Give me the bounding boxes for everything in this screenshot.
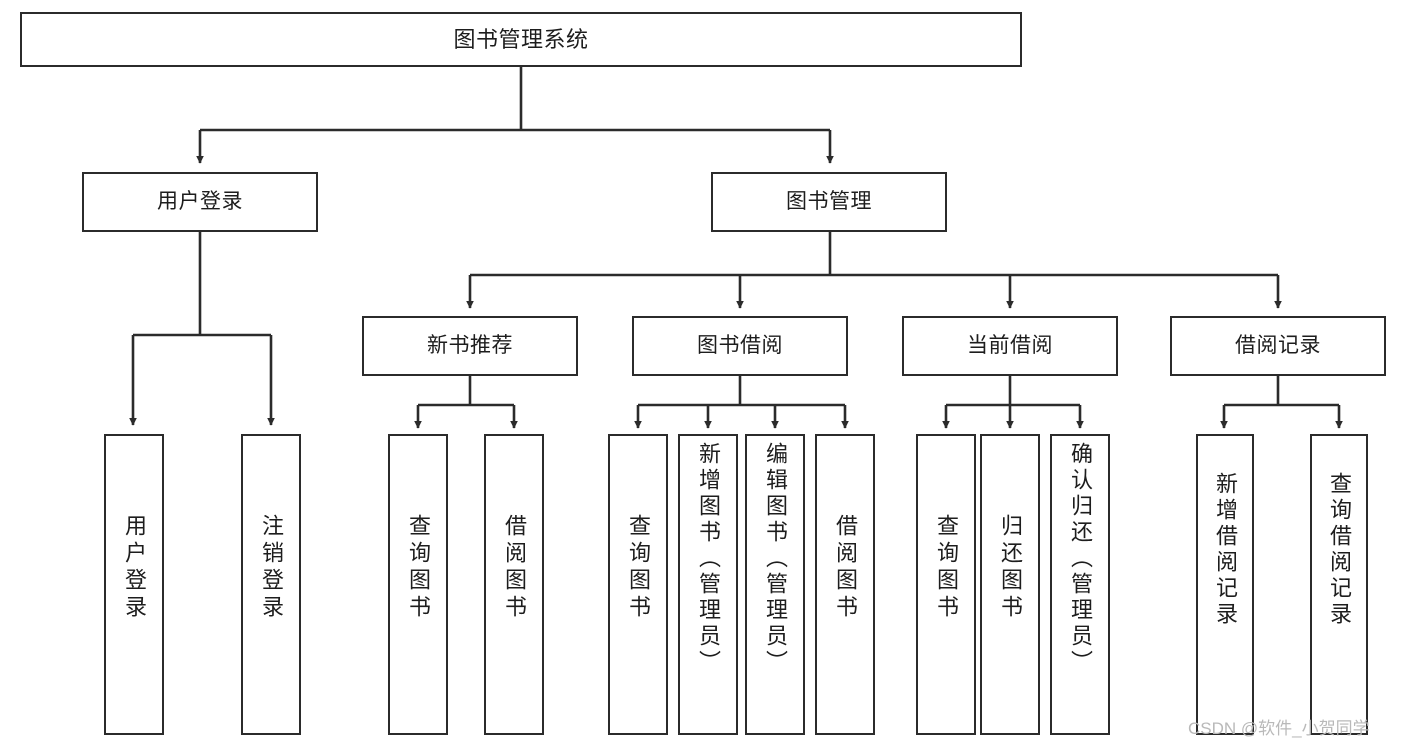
node-book-manage-label: 图书管理 xyxy=(786,189,872,213)
node-book-manage[interactable]: 图书管理 xyxy=(711,172,947,232)
leaf-add-book[interactable]: 新增图书（管理员） xyxy=(678,434,738,735)
leaf-user-login[interactable]: 用户登录 xyxy=(104,434,164,735)
node-new-book-recommend-label: 新书推荐 xyxy=(427,333,513,357)
leaf-borrow-book-2-label: 借阅图书 xyxy=(833,514,858,622)
node-borrow-record-label: 借阅记录 xyxy=(1235,333,1321,357)
leaf-query-book-3-label: 查询图书 xyxy=(934,514,959,622)
csdn-watermark: CSDN @软件_小贺同学 xyxy=(1188,719,1370,738)
leaf-borrow-book-1[interactable]: 借阅图书 xyxy=(484,434,544,735)
leaf-add-record-label: 新增借阅记录 xyxy=(1213,472,1238,628)
node-current-borrow-label: 当前借阅 xyxy=(967,333,1053,357)
leaf-edit-book-label: 编辑图书（管理员） xyxy=(763,442,788,676)
leaf-add-book-label: 新增图书（管理员） xyxy=(696,442,721,676)
leaf-logout-login-label: 注销登录 xyxy=(259,514,284,622)
node-user-login-label: 用户登录 xyxy=(157,189,243,213)
node-book-borrow[interactable]: 图书借阅 xyxy=(632,316,848,376)
leaf-query-book-2-label: 查询图书 xyxy=(626,514,651,622)
leaf-return-book-label: 归还图书 xyxy=(998,514,1023,622)
node-root[interactable]: 图书管理系统 xyxy=(20,12,1022,67)
leaf-confirm-return[interactable]: 确认归还（管理员） xyxy=(1050,434,1110,735)
leaf-query-book-1[interactable]: 查询图书 xyxy=(388,434,448,735)
leaf-add-record[interactable]: 新增借阅记录 xyxy=(1196,434,1254,735)
leaf-borrow-book-2[interactable]: 借阅图书 xyxy=(815,434,875,735)
leaf-user-login-label: 用户登录 xyxy=(122,514,147,622)
leaf-confirm-return-label: 确认归还（管理员） xyxy=(1068,442,1093,676)
node-root-label: 图书管理系统 xyxy=(453,26,589,52)
leaf-query-book-2[interactable]: 查询图书 xyxy=(608,434,668,735)
leaf-query-book-1-label: 查询图书 xyxy=(406,514,431,622)
node-user-login[interactable]: 用户登录 xyxy=(82,172,318,232)
leaf-return-book[interactable]: 归还图书 xyxy=(980,434,1040,735)
node-current-borrow[interactable]: 当前借阅 xyxy=(902,316,1118,376)
leaf-logout-login[interactable]: 注销登录 xyxy=(241,434,301,735)
leaf-query-book-3[interactable]: 查询图书 xyxy=(916,434,976,735)
leaf-borrow-book-1-label: 借阅图书 xyxy=(502,514,527,622)
node-borrow-record[interactable]: 借阅记录 xyxy=(1170,316,1386,376)
node-book-borrow-label: 图书借阅 xyxy=(697,333,783,357)
node-new-book-recommend[interactable]: 新书推荐 xyxy=(362,316,578,376)
leaf-edit-book[interactable]: 编辑图书（管理员） xyxy=(745,434,805,735)
leaf-query-record-label: 查询借阅记录 xyxy=(1327,472,1352,628)
leaf-query-record[interactable]: 查询借阅记录 xyxy=(1310,434,1368,735)
